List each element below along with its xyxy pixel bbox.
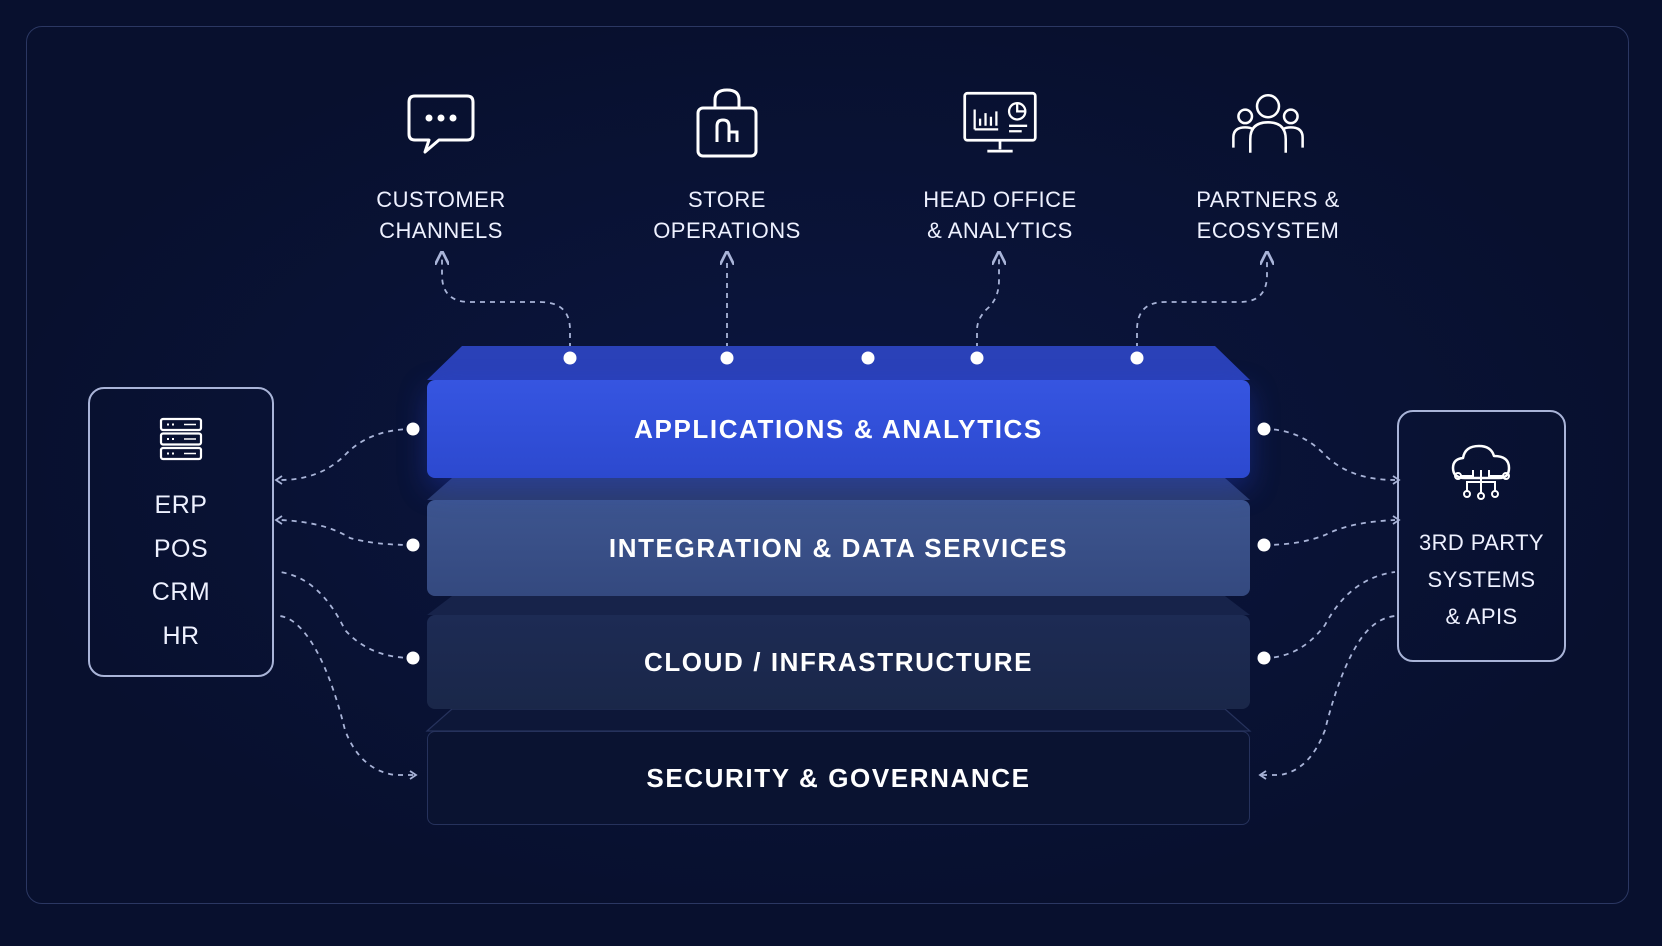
third-party-label-line3: & APIS (1445, 604, 1518, 629)
node-label-line1: STORE (688, 187, 766, 212)
node-store-operations: STORE OPERATIONS (627, 86, 827, 246)
layer-label: CLOUD / INFRASTRUCTURE (643, 646, 1034, 677)
node-label-line1: CUSTOMER (376, 187, 506, 212)
node-label-line1: HEAD OFFICE (923, 187, 1077, 212)
monitor-analytics-icon (963, 91, 1037, 153)
node-label-line2: ECOSYSTEM (1196, 218, 1340, 243)
internal-systems-list: ERP POS CRM HR (90, 484, 272, 658)
node-label-line1: PARTNERS & (1196, 187, 1340, 212)
node-customer-channels: CUSTOMER CHANNELS (341, 86, 541, 246)
system-item: ERP (154, 491, 208, 519)
node-partners-ecosystem: PARTNERS & ECOSYSTEM (1168, 86, 1368, 246)
layer-applications-analytics: APPLICATIONS & ANALYTICS (427, 380, 1250, 478)
layer-label: APPLICATIONS & ANALYTICS (634, 413, 1043, 444)
node-label-line2: OPERATIONS (653, 218, 801, 243)
system-item: HR (162, 621, 200, 650)
users-group-icon (1232, 94, 1304, 153)
node-label-line2: & ANALYTICS (927, 218, 1073, 243)
layer-security-governance: SECURITY & GOVERNANCE (427, 731, 1250, 825)
third-party-label-line2: SYSTEMS (1427, 567, 1536, 592)
layer-cloud-infrastructure: CLOUD / INFRASTRUCTURE (427, 615, 1250, 709)
node-head-office-analytics: HEAD OFFICE & ANALYTICS (900, 86, 1100, 246)
node-label-line2: CHANNELS (379, 218, 503, 243)
layer-label: SECURITY & GOVERNANCE (646, 762, 1031, 793)
chat-bubble-icon (407, 94, 475, 154)
server-stack-icon (159, 417, 203, 461)
layer-label: INTEGRATION & DATA SERVICES (608, 532, 1069, 563)
third-party-box: 3RD PARTY SYSTEMS & APIS (1397, 410, 1566, 662)
system-item: POS (153, 534, 209, 563)
shopping-bag-icon (696, 88, 758, 158)
cloud-network-icon (1451, 444, 1510, 500)
layer-integration-data-services: INTEGRATION & DATA SERVICES (427, 500, 1250, 596)
system-item: CRM (151, 578, 211, 606)
third-party-label-line1: 3RD PARTY (1418, 530, 1545, 555)
internal-systems-box: ERP POS CRM HR (88, 387, 274, 677)
